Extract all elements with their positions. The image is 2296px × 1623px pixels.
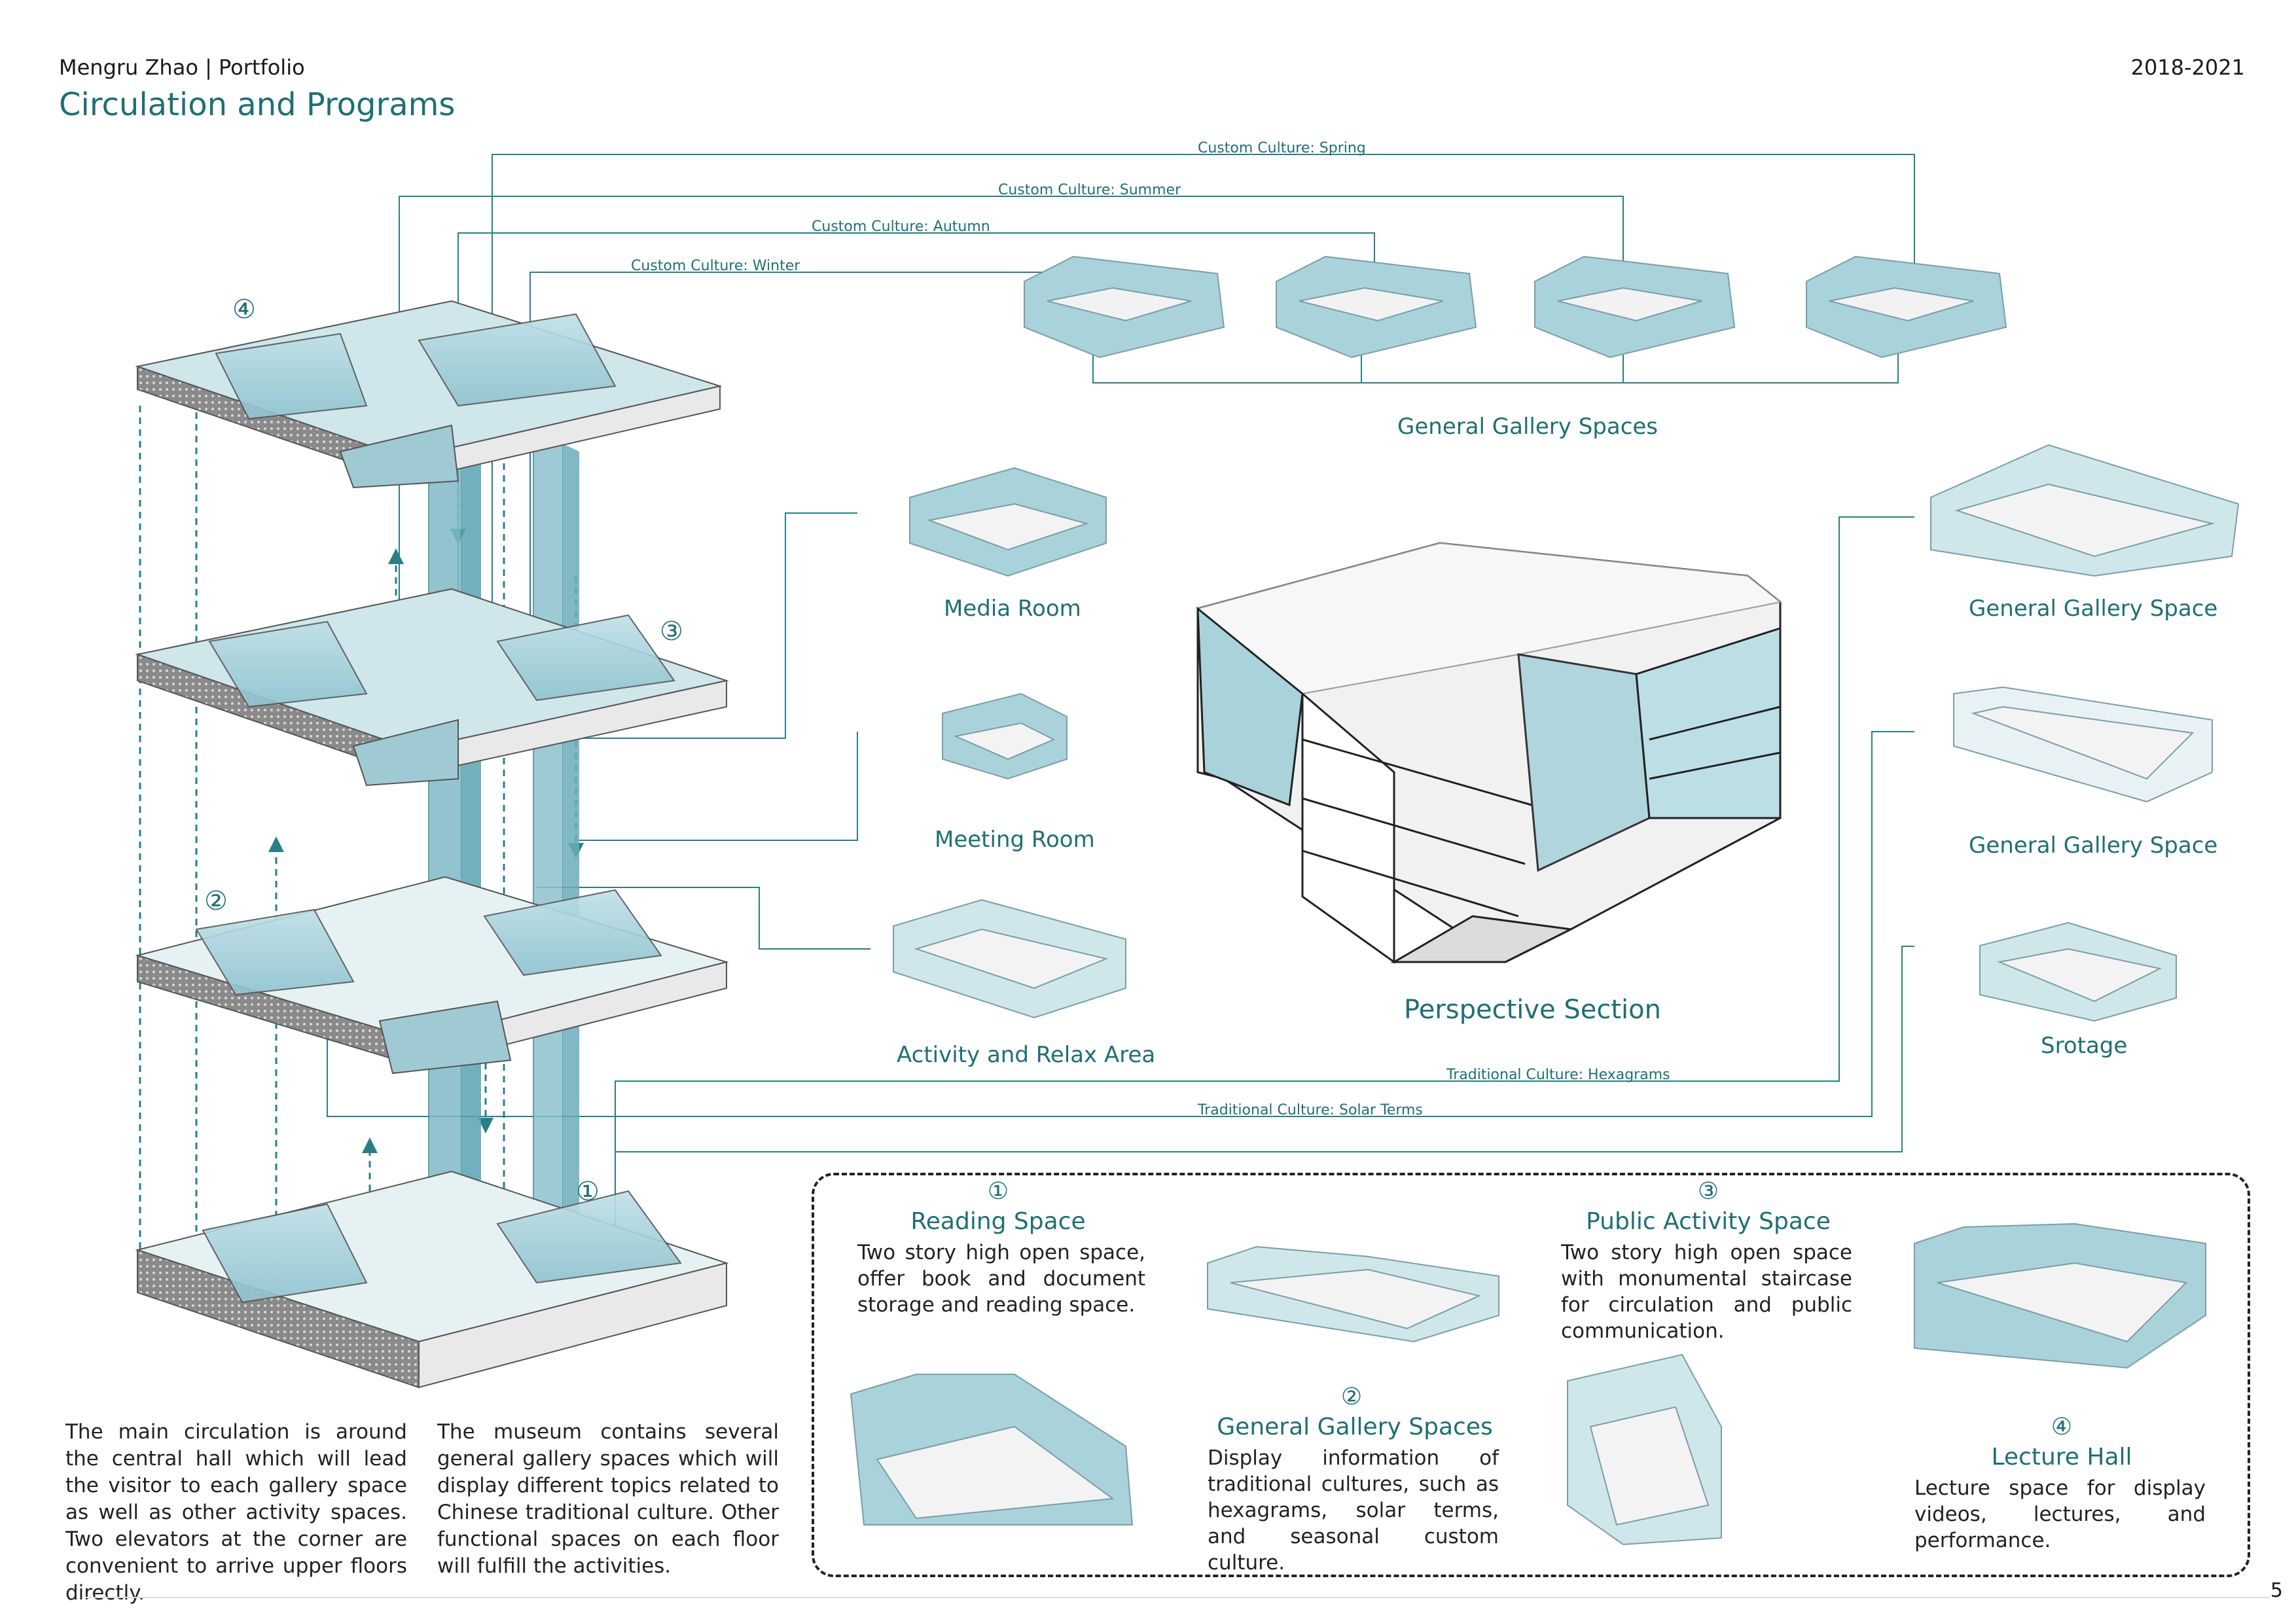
circulation-description: The main circulation is around the centr…	[65, 1420, 407, 1605]
card-3-text: Two story high open space with monumenta…	[1561, 1241, 1852, 1343]
label-perspective-section: Perspective Section	[1404, 995, 1661, 1025]
label-meeting-room: Meeting Room	[935, 827, 1095, 853]
floor-2-marker: ②	[204, 886, 228, 916]
label-storage: Srotage	[2041, 1033, 2128, 1059]
label-spring: Custom Culture: Spring	[1198, 140, 1366, 156]
bottom-divider	[85, 1597, 2270, 1598]
label-summer: Custom Culture: Summer	[998, 182, 1181, 198]
program-thumbnails-left	[893, 467, 1126, 1019]
card-1-num: ①	[987, 1178, 1009, 1205]
card-2-text: Display information of traditional cultu…	[1208, 1446, 1499, 1575]
program-legend-box	[812, 1173, 2250, 1577]
card-1-text: Two story high open space, offer book an…	[857, 1241, 1145, 1317]
exploded-axonometric	[135, 300, 729, 1389]
page-number: 5	[2270, 1579, 2283, 1602]
label-autumn: Custom Culture: Autumn	[812, 219, 990, 235]
label-hexagrams: Traditional Culture: Hexagrams	[1446, 1067, 1670, 1083]
label-general-gallery-spaces: General Gallery Spaces	[1397, 414, 1659, 440]
galleries-description: The museum contains several general gall…	[437, 1420, 779, 1578]
floor-3-marker: ③	[660, 616, 683, 647]
card-thumbnails	[850, 1222, 2206, 1546]
page-title: Circulation and Programs	[59, 86, 456, 123]
label-solar-terms: Traditional Culture: Solar Terms	[1198, 1102, 1423, 1118]
card-3-num: ③	[1697, 1178, 1719, 1205]
card-2-num: ②	[1340, 1383, 1363, 1410]
label-gallery-space-1: General Gallery Space	[1969, 596, 2218, 622]
card-3-title: Public Activity Space	[1586, 1208, 1831, 1235]
floor-1-marker: ①	[576, 1177, 600, 1207]
label-media-room: Media Room	[944, 596, 1081, 622]
author-label: Mengru Zhao | Portfolio	[59, 55, 305, 80]
card-4-num: ④	[2051, 1414, 2073, 1440]
year-range: 2018-2021	[2130, 55, 2245, 80]
perspective-section-drawing	[1196, 542, 1782, 964]
card-4-title: Lecture Hall	[1991, 1444, 2132, 1471]
card-4-text: Lecture space for display videos, lectur…	[1914, 1476, 2206, 1552]
program-thumbnails-right	[1930, 444, 2240, 1022]
label-gallery-space-2: General Gallery Space	[1969, 832, 2218, 859]
label-activity-relax: Activity and Relax Area	[897, 1042, 1156, 1068]
card-1-title: Reading Space	[910, 1208, 1086, 1235]
floor-4-marker: ④	[232, 294, 256, 325]
card-2-title: General Gallery Spaces	[1217, 1414, 1493, 1440]
gallery-thumbnails	[1024, 255, 2007, 359]
label-winter: Custom Culture: Winter	[631, 258, 800, 274]
